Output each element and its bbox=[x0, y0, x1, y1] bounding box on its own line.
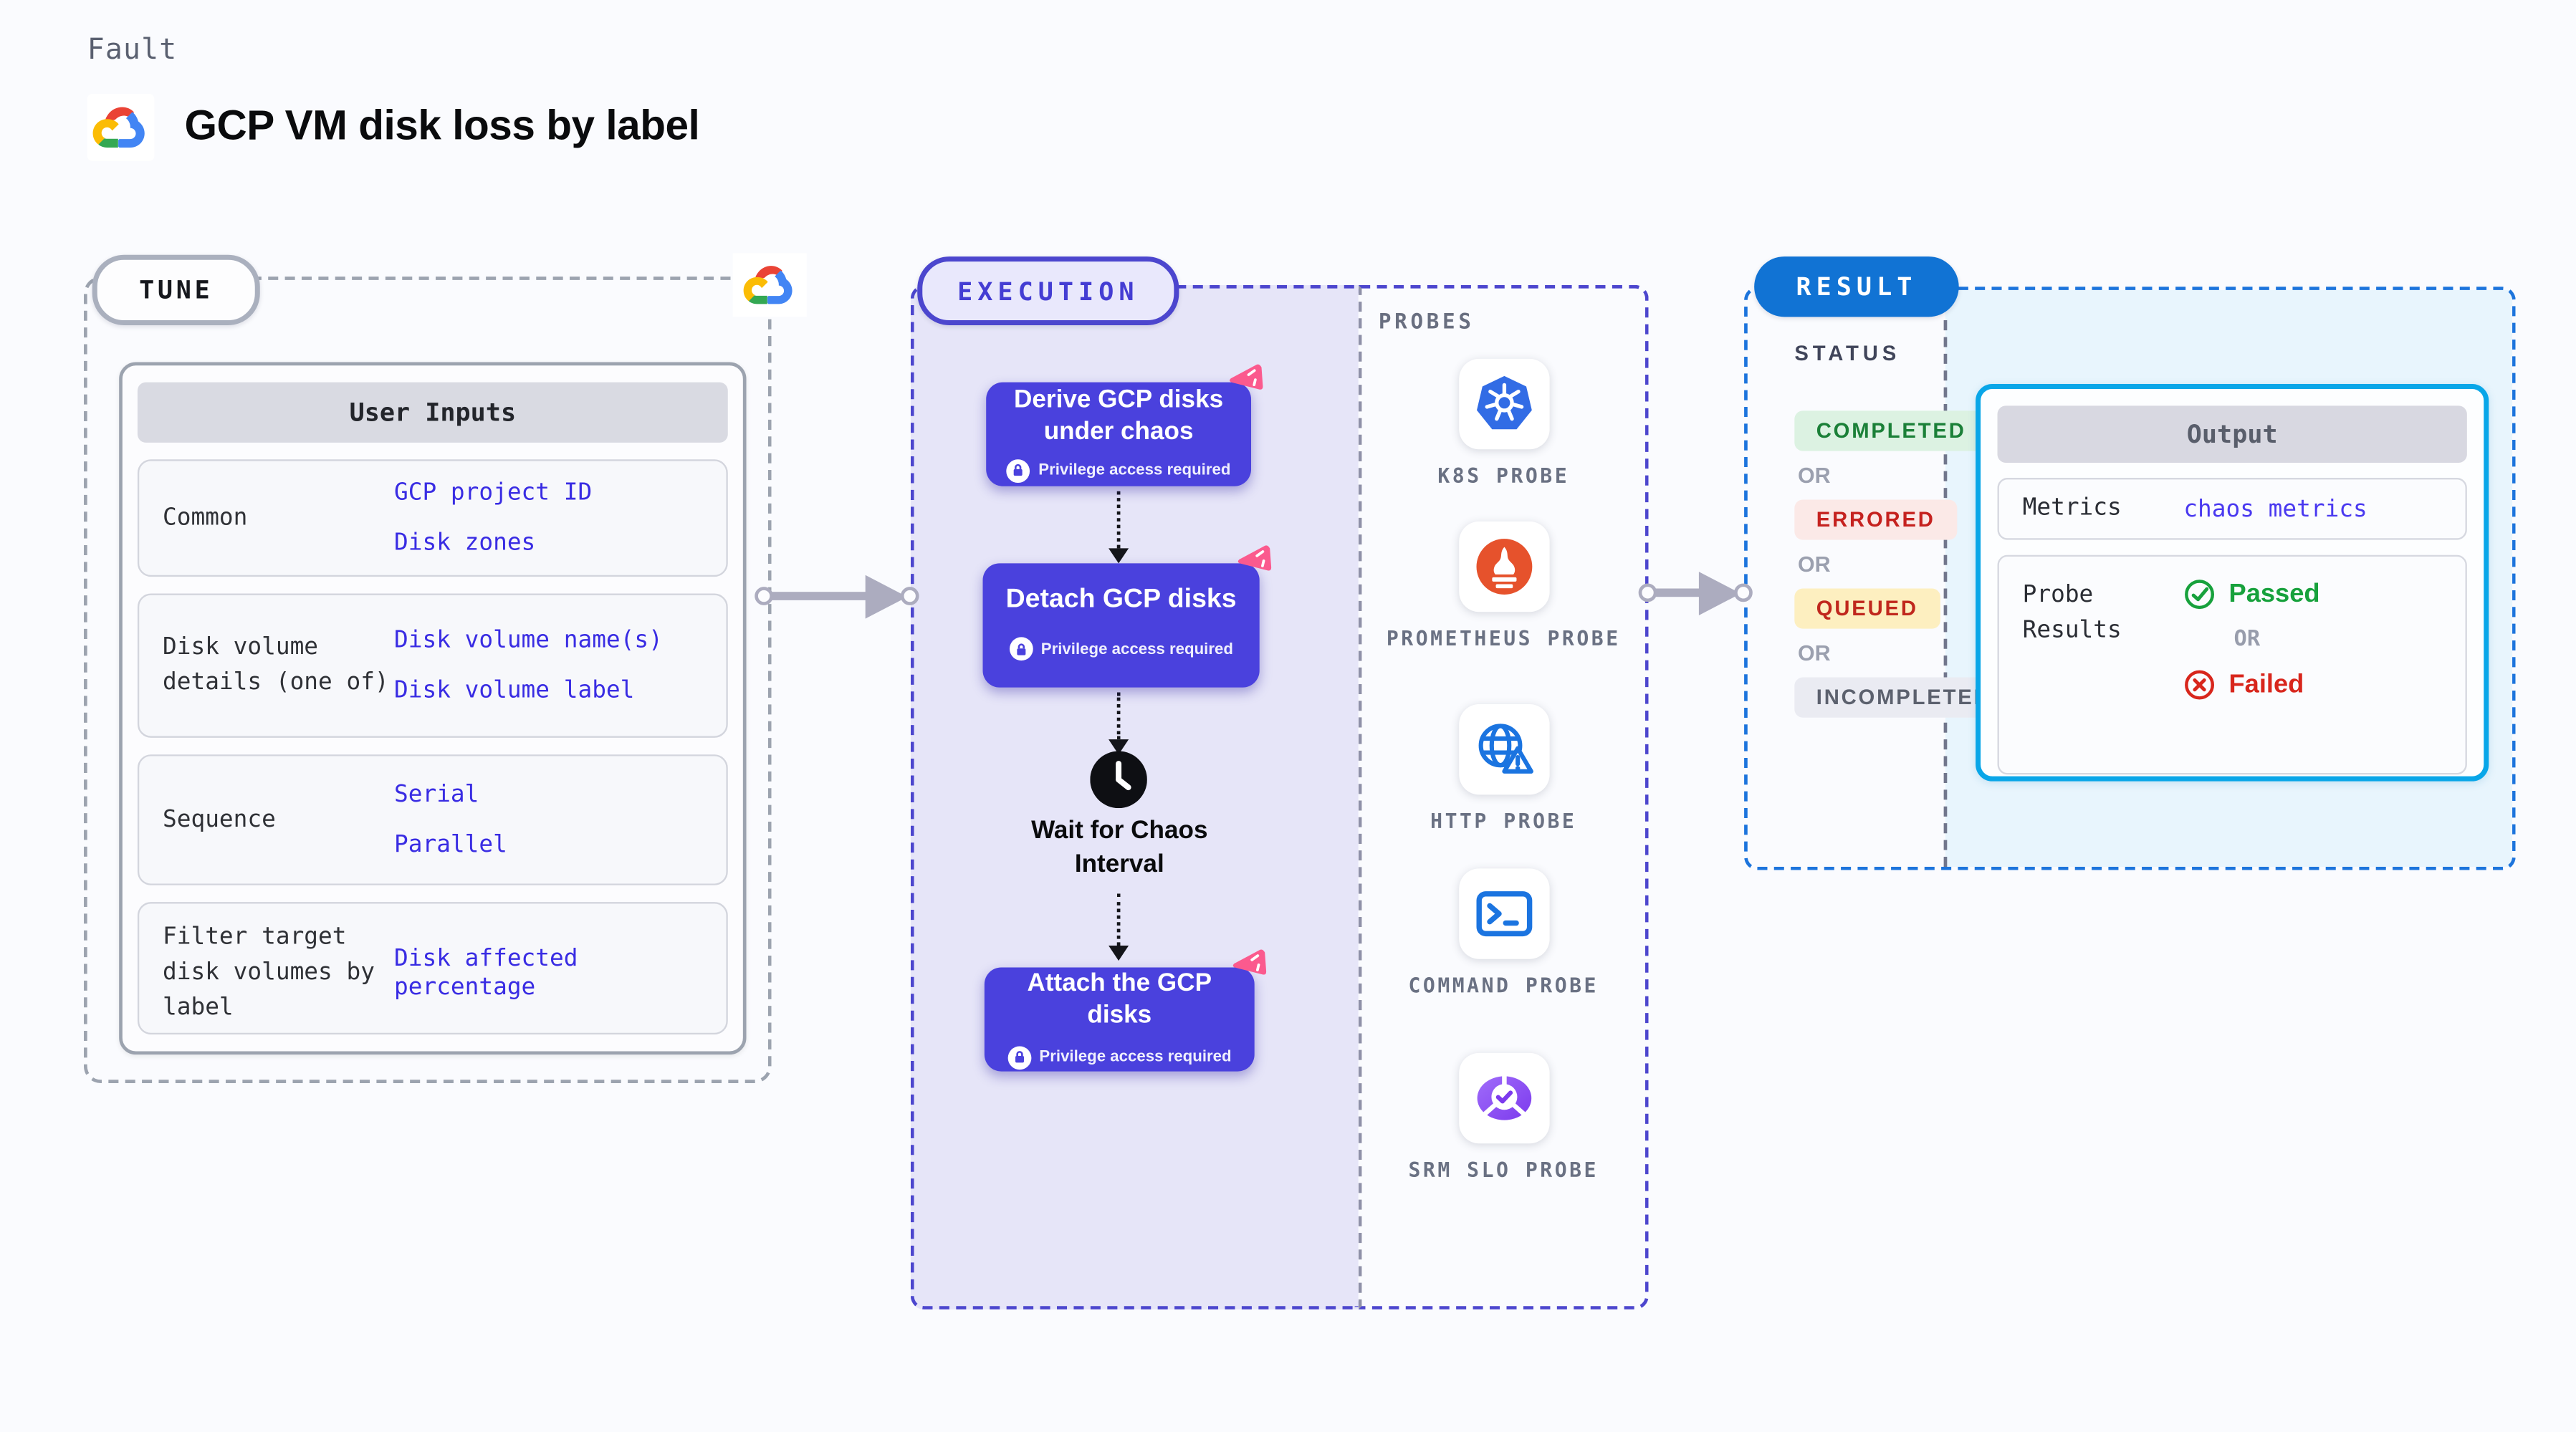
input-link[interactable]: Parallel bbox=[394, 830, 507, 858]
probe-label: K8S PROBE bbox=[1437, 464, 1570, 489]
probe-results-label: Probe Results bbox=[2022, 582, 2122, 644]
tune-section-box bbox=[84, 277, 772, 1083]
privilege-badge-text: Privilege access required bbox=[1039, 1048, 1232, 1067]
lock-icon bbox=[1009, 637, 1033, 661]
execution-pill: EXECUTION bbox=[917, 256, 1179, 326]
chaos-flag-icon bbox=[1230, 364, 1263, 390]
terminal-icon bbox=[1458, 868, 1549, 959]
input-link[interactable]: Disk volume name(s) bbox=[394, 626, 663, 654]
user-inputs-card: User Inputs Common GCP project ID Disk z… bbox=[119, 362, 747, 1055]
check-circle-icon bbox=[2185, 580, 2215, 610]
row-label: Disk volume details (one of) bbox=[163, 633, 389, 696]
input-link[interactable]: Disk volume label bbox=[394, 676, 635, 703]
gcp-cloud-icon bbox=[92, 107, 145, 148]
privilege-badge-text: Privilege access required bbox=[1040, 639, 1233, 658]
x-circle-icon bbox=[2185, 670, 2215, 700]
status-title: STATUS bbox=[1794, 342, 1901, 366]
probe-srm-slo: SRM SLO PROBE bbox=[1359, 1052, 1649, 1186]
user-inputs-header: User Inputs bbox=[137, 382, 728, 443]
probe-http: HTTP PROBE bbox=[1359, 704, 1649, 837]
row-label: Common bbox=[163, 504, 248, 531]
probe-label: PROMETHEUS PROBE bbox=[1386, 627, 1621, 651]
flow-connector bbox=[1116, 692, 1121, 740]
probe-results-row: Probe Results Passed OR Faile bbox=[1997, 554, 2467, 775]
input-link[interactable]: Serial bbox=[394, 780, 479, 808]
table-row: Common GCP project ID Disk zones bbox=[137, 459, 728, 577]
table-row: Filter target disk volumes by label Disk… bbox=[137, 902, 728, 1035]
wait-step-label: Wait for Chaos Interval bbox=[1031, 816, 1208, 878]
fault-kind-label: Fault bbox=[87, 33, 178, 67]
privilege-badge: Privilege access required bbox=[1006, 458, 1231, 483]
step-title: Detach GCP disks bbox=[1005, 585, 1237, 614]
tune-gcp-tile bbox=[732, 253, 807, 317]
page-title: GCP VM disk loss by label bbox=[184, 102, 700, 150]
output-header: Output bbox=[1997, 405, 2467, 463]
row-label: Sequence bbox=[163, 805, 276, 833]
probe-prometheus: PROMETHEUS PROBE bbox=[1359, 521, 1649, 654]
chaos-flag-icon bbox=[1232, 949, 1267, 975]
flow-connector bbox=[1116, 491, 1121, 549]
status-badge: ERRORED bbox=[1794, 499, 1958, 540]
or-label: OR bbox=[1798, 552, 1831, 577]
or-label: OR bbox=[1798, 640, 1831, 666]
clock-icon bbox=[1090, 751, 1147, 809]
failed-label: Failed bbox=[2228, 670, 2304, 698]
status-badge: QUEUED bbox=[1794, 588, 1940, 629]
step-title: Attach the GCP disks bbox=[1027, 969, 1212, 1030]
or-label: OR bbox=[2233, 627, 2261, 653]
http-globe-icon bbox=[1458, 704, 1549, 795]
input-link[interactable]: GCP project ID bbox=[394, 479, 593, 506]
input-link[interactable]: Disk zones bbox=[394, 529, 536, 556]
arrowhead-icon bbox=[1109, 946, 1129, 961]
kubernetes-icon bbox=[1458, 358, 1549, 450]
gcp-logo-tile bbox=[87, 94, 155, 161]
result-pill: RESULT bbox=[1754, 256, 1959, 317]
table-row: Sequence Serial Parallel bbox=[137, 754, 728, 885]
input-link[interactable]: Disk affected percentage bbox=[394, 945, 578, 1001]
probe-label: SRM SLO PROBE bbox=[1408, 1158, 1599, 1183]
passed-line: Passed bbox=[2183, 578, 2320, 610]
privilege-badge: Privilege access required bbox=[1009, 637, 1233, 661]
or-label: OR bbox=[1798, 462, 1831, 489]
failed-line: Failed bbox=[2183, 669, 2304, 701]
probes-title: PROBES bbox=[1378, 308, 1475, 334]
step-attach-disks: Attach the GCP disks Privilege access re… bbox=[984, 949, 1267, 1072]
result-divider bbox=[1943, 320, 1948, 868]
row-label: Filter target disk volumes by label bbox=[163, 923, 375, 1022]
table-row: Disk volume details (one of) Disk volume… bbox=[137, 593, 728, 738]
metrics-label: Metrics bbox=[2022, 494, 2122, 522]
prometheus-icon bbox=[1458, 521, 1549, 612]
flow-connector bbox=[1116, 893, 1121, 946]
probe-label: HTTP PROBE bbox=[1430, 809, 1577, 834]
probe-k8s: K8S PROBE bbox=[1359, 358, 1649, 491]
slo-donut-icon bbox=[1458, 1052, 1549, 1144]
lock-icon bbox=[1007, 1045, 1031, 1070]
lock-icon bbox=[1006, 458, 1030, 483]
metrics-row: Metrics chaos metrics bbox=[1997, 478, 2467, 540]
probe-label: COMMAND PROBE bbox=[1408, 974, 1599, 998]
arrowhead-icon bbox=[1109, 548, 1129, 564]
privilege-badge: Privilege access required bbox=[1007, 1045, 1232, 1070]
step-title: Derive GCP disks under chaos bbox=[1014, 385, 1224, 446]
status-badge: COMPLETED bbox=[1794, 410, 1988, 451]
passed-label: Passed bbox=[2228, 579, 2320, 608]
arrowhead-icon bbox=[1109, 739, 1129, 755]
chaos-metrics-link[interactable]: chaos metrics bbox=[2183, 495, 2367, 523]
step-detach-disks: Detach GCP disks Privilege access requir… bbox=[982, 545, 1272, 688]
chaos-flag-icon bbox=[1237, 545, 1272, 571]
probe-command: COMMAND PROBE bbox=[1359, 868, 1649, 1001]
tune-pill: TUNE bbox=[92, 254, 260, 326]
output-card: Output Metrics chaos metrics Probe Resul… bbox=[1976, 383, 2489, 782]
privilege-badge-text: Privilege access required bbox=[1038, 461, 1231, 480]
step-derive-disks: Derive GCP disks under chaos Privilege a… bbox=[986, 364, 1263, 486]
gcp-cloud-icon bbox=[743, 266, 793, 304]
